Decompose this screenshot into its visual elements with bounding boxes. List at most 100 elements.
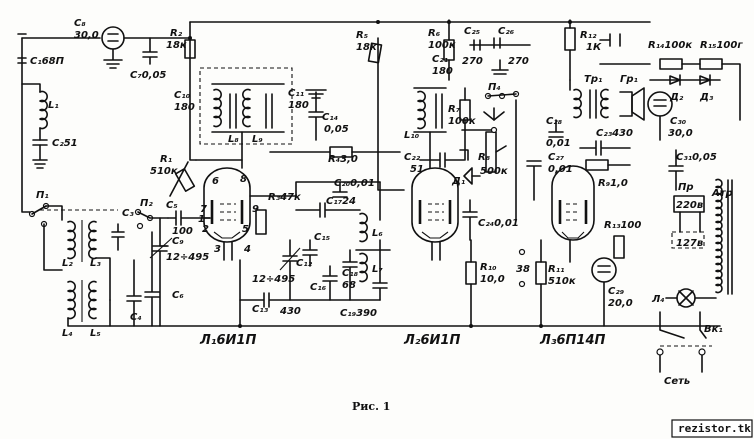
label-c11-value: 180 xyxy=(288,100,309,111)
label-c5-value: 100 xyxy=(172,226,193,237)
pin-label: 4 xyxy=(243,244,251,255)
rf-input-coils xyxy=(43,205,241,327)
label-c15: C₁₅ xyxy=(314,232,330,243)
label-c3: C₃ xyxy=(122,208,134,219)
label-r10-value: 10,0 xyxy=(480,274,505,285)
label-c5: C₅ xyxy=(166,200,178,211)
label-c25-value: 270 xyxy=(462,56,483,67)
pin-label: 2 xyxy=(202,224,209,235)
rails xyxy=(188,20,721,328)
label-atr: Атр xyxy=(711,188,733,199)
label-l10: L₁₀ xyxy=(404,130,420,141)
label-r5-value: 18к xyxy=(356,42,377,53)
label-r12: R₁₂ xyxy=(580,30,597,41)
label-c29-value: 20,0 xyxy=(608,298,633,309)
output-transformer xyxy=(569,79,645,121)
label-c27: C₂₇ xyxy=(548,152,565,163)
label-r1-value: 510к xyxy=(150,166,178,177)
label-c31: C₃₁0,05 xyxy=(676,152,717,163)
label-mains: Сеть xyxy=(664,376,690,387)
label-c24: C₂₄0,01 xyxy=(478,218,519,229)
label-l9: L₉ xyxy=(252,134,263,145)
tube-label-l2: Л₂6И1П xyxy=(403,333,460,348)
label-c30-value: 30,0 xyxy=(668,128,693,139)
label-c2: C₂51 xyxy=(52,138,78,149)
label-l2: L₂ xyxy=(62,258,73,269)
label-tr1: Тр₁ xyxy=(584,74,602,85)
label-c25: C₂₅ xyxy=(464,26,480,37)
pin-label: 7 xyxy=(200,204,207,215)
label-r9: R₉1,0 xyxy=(598,178,628,189)
label-l4-lamp: Л₄ xyxy=(651,294,665,305)
label-c9: C₉ xyxy=(172,236,184,247)
label-r11: R₁₁ xyxy=(548,264,564,275)
label-c14-value: 0,05 xyxy=(324,124,349,135)
label-r1: R₁ xyxy=(160,154,172,165)
label-p2: П₂ xyxy=(140,198,153,209)
label-l5: L₅ xyxy=(90,328,101,339)
pin-label: 3 xyxy=(214,244,221,255)
label-c30: C₃₀ xyxy=(670,116,687,127)
label-c10: C₁₀ xyxy=(174,90,191,101)
label-p4: П₄ xyxy=(488,82,501,93)
if-transformer-1 xyxy=(195,67,293,169)
label-c13-value: 430 xyxy=(279,306,301,317)
label-38: 38 xyxy=(516,264,530,275)
label-r11-value: 510к xyxy=(548,276,576,287)
label-d2: Д₂ xyxy=(669,92,684,103)
label-l8: L₈ xyxy=(228,134,239,145)
label-c4: C₄ xyxy=(130,312,142,323)
label-r13: R₁₃100 xyxy=(604,220,641,231)
label-c8-value: 30,0 xyxy=(74,30,99,41)
label-c9-value: 12÷495 xyxy=(166,252,209,263)
label-gr1: Гр₁ xyxy=(620,74,638,85)
label-l1: L₁ xyxy=(48,100,59,111)
pin-label: 6 xyxy=(212,176,219,187)
label-l3: L₃ xyxy=(90,258,101,269)
label-c28: C₂₈ xyxy=(546,116,563,127)
watermark-box xyxy=(671,419,753,438)
label-r6: R₆ xyxy=(428,28,441,39)
pin-label: 5 xyxy=(242,224,249,235)
label-l7: L₇ xyxy=(372,264,383,275)
label-c13: C₁₃ xyxy=(252,304,269,315)
label-c21-value: 180 xyxy=(432,66,453,77)
label-c14: C₁₄ xyxy=(322,112,338,123)
label-c1: C₁68П xyxy=(30,56,65,67)
label-c12: C₁₂ xyxy=(296,258,313,269)
label-c8: C₈ xyxy=(74,18,86,29)
label-127v: 127в xyxy=(676,238,703,249)
label-c28-value: 0,01 xyxy=(546,138,571,149)
figure-caption: Рис. 1 xyxy=(352,400,390,413)
label-r8-value: 500к xyxy=(480,166,508,177)
label-c17: C₁₇24 xyxy=(326,196,356,207)
label-d1: Д₁ xyxy=(451,176,465,187)
agc-network xyxy=(269,89,401,158)
local-oscillator xyxy=(239,181,391,327)
label-r4: R₄3,0 xyxy=(328,154,358,165)
label-c11: C₁₁ xyxy=(288,88,304,99)
label-r10: R₁₀ xyxy=(480,262,497,273)
label-r6-value: 100к xyxy=(428,40,456,51)
label-r3: R₃47к xyxy=(268,192,301,203)
label-r14: R₁₄100к xyxy=(648,40,692,51)
label-c6: C₆ xyxy=(172,290,184,301)
tube-l3 xyxy=(526,19,631,327)
label-c22-value: 51 xyxy=(410,164,424,175)
watermark: rezistor.tk xyxy=(678,422,751,435)
label-vk1: Вк₁ xyxy=(704,324,723,335)
label-r2: R₂ xyxy=(170,28,183,39)
label-c27-value: 0,01 xyxy=(548,164,573,175)
label-pr: Пр xyxy=(678,182,694,193)
label-l6: L₆ xyxy=(372,228,383,239)
label-c26-value: 270 xyxy=(508,56,529,67)
label-c7: C₇0,05 xyxy=(130,70,166,81)
label-c16: C₁₆ xyxy=(310,282,327,293)
label-c19: C₁₉390 xyxy=(340,308,377,319)
tube-label-l3: Л₃6П14П xyxy=(539,333,606,348)
pin-label: 9 xyxy=(252,204,259,215)
label-c26: C₂₆ xyxy=(498,26,515,37)
detector-stage xyxy=(459,37,531,327)
label-c22: C₂₂ xyxy=(404,152,421,163)
